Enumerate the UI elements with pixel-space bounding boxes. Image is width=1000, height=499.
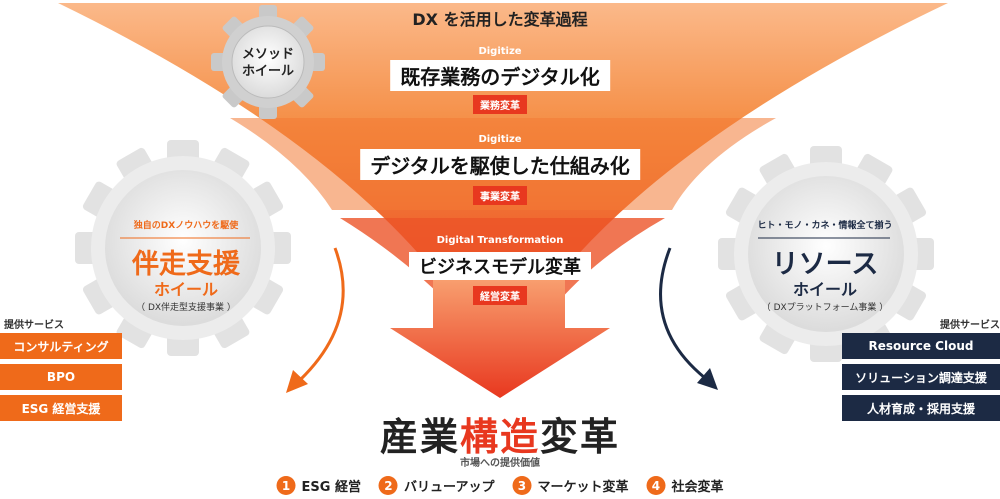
value-number: 1 (276, 476, 296, 495)
funnel-title: DX を活用した変革過程 (412, 10, 588, 29)
stage1-tag: 業務変革 (473, 95, 527, 114)
value-label: ESG 経営 (301, 480, 361, 495)
result-part3: 変革 (540, 415, 621, 459)
result-sub: 市場への提供価値 (460, 458, 540, 469)
value-number: 4 (646, 476, 666, 495)
value-number: 2 (378, 476, 398, 495)
result-title: 産業構造変革 (380, 406, 620, 461)
method-gear-line1: メソッド (241, 47, 295, 62)
stage2-main: デジタルを駆使した仕組み化 (360, 149, 640, 180)
left-gear-sub: ホイール (153, 280, 219, 299)
stage2-tag: 事業変革 (473, 186, 527, 205)
value-item: 2 バリューアップ (378, 476, 495, 495)
stage1-sub: Digitize (478, 46, 522, 57)
right-gear-main: リソース (771, 249, 879, 280)
left-curved-arrow (298, 247, 345, 382)
left-gear-note: （ DX伴走型支援事業 ） (136, 303, 236, 313)
left-service-item: ESG 経営支援 (0, 395, 122, 421)
method-gear-line2: ホイール (241, 64, 295, 79)
right-curved-arrow (659, 247, 706, 380)
left-gear-main: 伴走支援 (132, 249, 240, 280)
left-gear-top: 独自のDXノウハウを駆使 (133, 221, 239, 231)
right-gear-shape (718, 146, 934, 362)
stage3-sub: Digital Transformation (436, 235, 564, 246)
stage3-tag: 経営変革 (473, 286, 527, 305)
left-curved-arrowhead (286, 370, 308, 393)
right-gear-note: （ DXプラットフォーム事業 ） (761, 303, 889, 313)
right-curved-arrowhead (697, 368, 718, 390)
value-label: 社会変革 (671, 480, 724, 495)
value-label: バリューアップ (403, 480, 495, 495)
value-number: 3 (512, 476, 532, 495)
result-part2: 構造 (459, 415, 541, 459)
value-item: 3 マーケット変革 (512, 476, 628, 495)
left-service-item: BPO (0, 364, 122, 390)
right-gear-sub: ホイール (792, 280, 858, 299)
value-label: マーケット変革 (537, 480, 629, 495)
right-gear-top: ヒト・モノ・カネ・情報全て揃う (757, 221, 893, 231)
left-service-item: コンサルティング (0, 333, 122, 359)
left-services-label: 提供サービス (4, 320, 64, 331)
down-arrow (390, 278, 610, 398)
value-item: 1 ESG 経営 (276, 476, 361, 495)
left-gear-shape (75, 140, 291, 356)
right-service-item: 人材育成・採用支援 (842, 395, 1000, 421)
right-service-item: ソリューション調達支援 (842, 364, 1000, 390)
right-services-label: 提供サービス (940, 320, 1000, 331)
method-gear-shape (211, 5, 325, 119)
result-part1: 産業 (379, 415, 460, 459)
stage1-main: 既存業務のデジタル化 (390, 60, 610, 91)
method-gear-label: メソッド ホイール (242, 46, 294, 80)
value-list: 1 ESG 経営 2 バリューアップ 3 マーケット変革 4 社会変革 (276, 476, 723, 495)
stage3-main: ビジネスモデル変革 (409, 252, 591, 280)
stage2-sub: Digitize (478, 134, 522, 145)
value-item: 4 社会変革 (646, 476, 723, 495)
right-service-item: Resource Cloud (842, 333, 1000, 359)
